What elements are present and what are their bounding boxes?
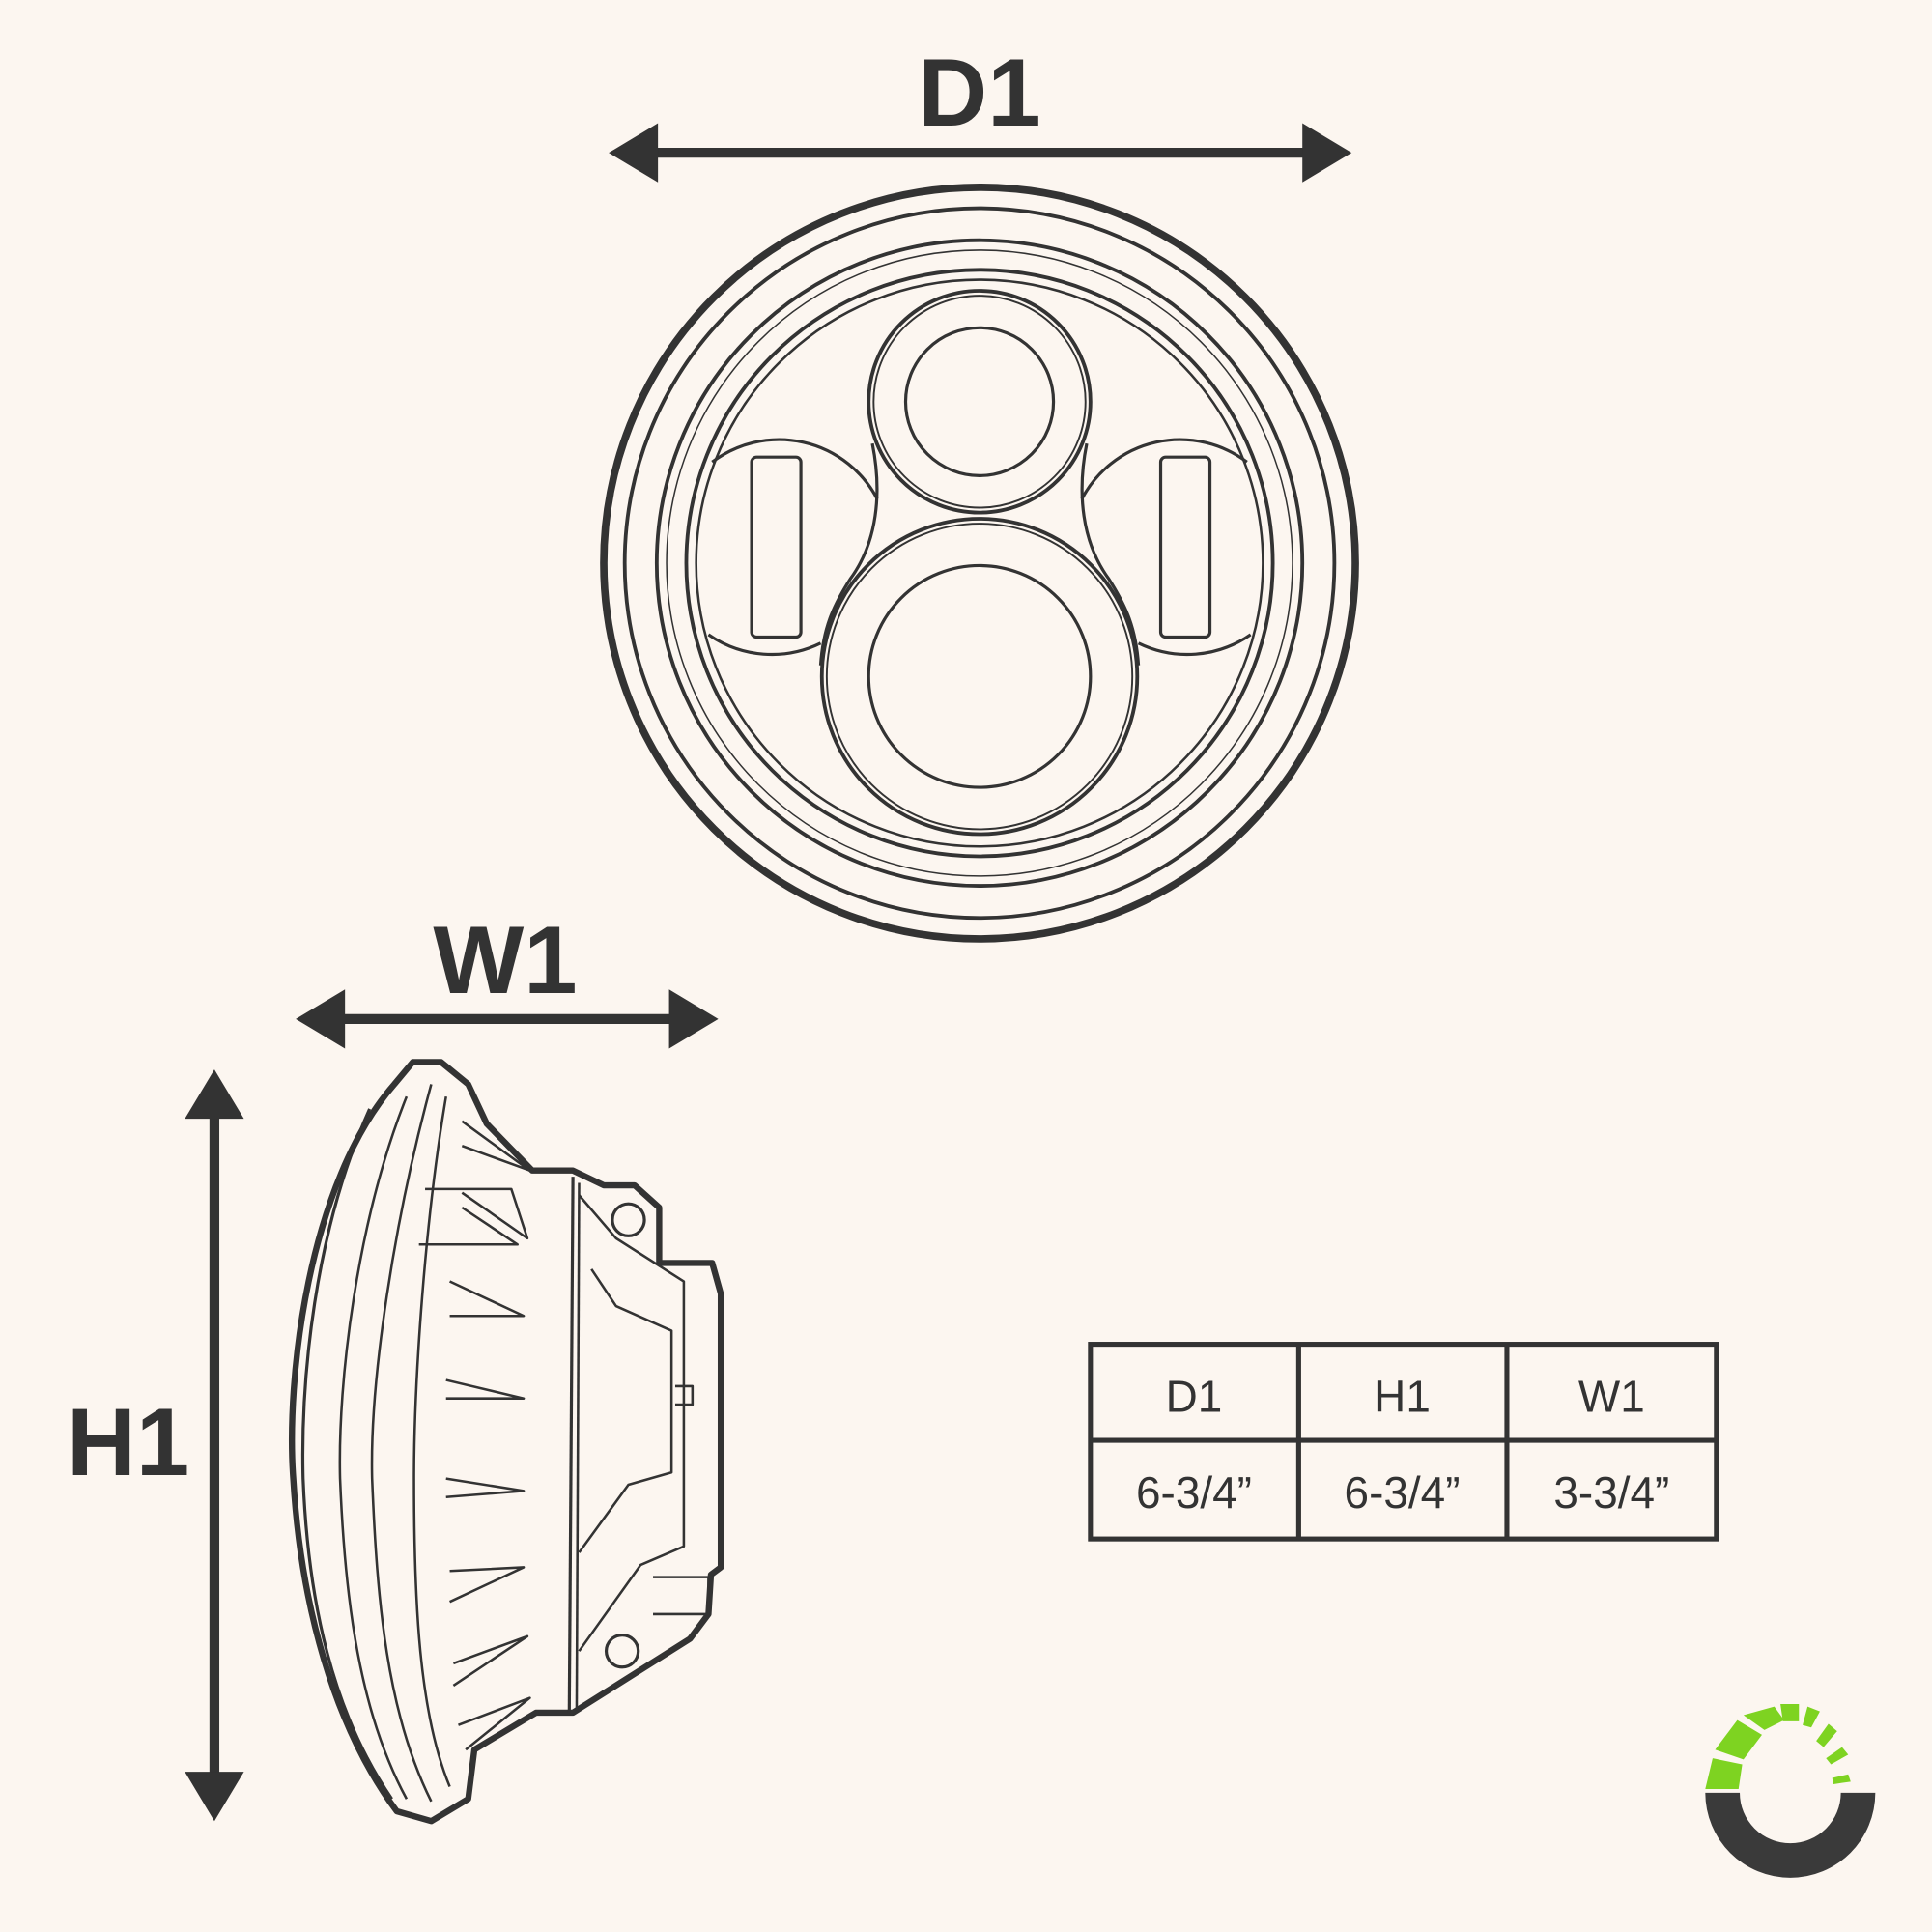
brand-logo [1705,1704,1876,1878]
d1-dimension-arrow [609,123,1352,183]
w1-label: W1 [433,907,577,1014]
table-value-w1: 3-3/4” [1553,1467,1669,1518]
d1-label: D1 [918,40,1040,147]
table-header-d1: D1 [1166,1372,1223,1422]
table-value-d1: 6-3/4” [1136,1467,1252,1518]
headlight-front-view [600,184,1359,943]
w1-dimension-arrow [296,989,719,1049]
table-header-w1: W1 [1578,1372,1645,1422]
h1-label: H1 [67,1389,189,1496]
h1-dimension-arrow [185,1069,244,1822]
table-value-h1: 6-3/4” [1345,1467,1461,1518]
table-header-h1: H1 [1374,1372,1431,1422]
dimensions-table: D1 H1 W1 6-3/4” 6-3/4” 3-3/4” [1088,1342,1719,1542]
headlight-side-view [289,1059,724,1825]
